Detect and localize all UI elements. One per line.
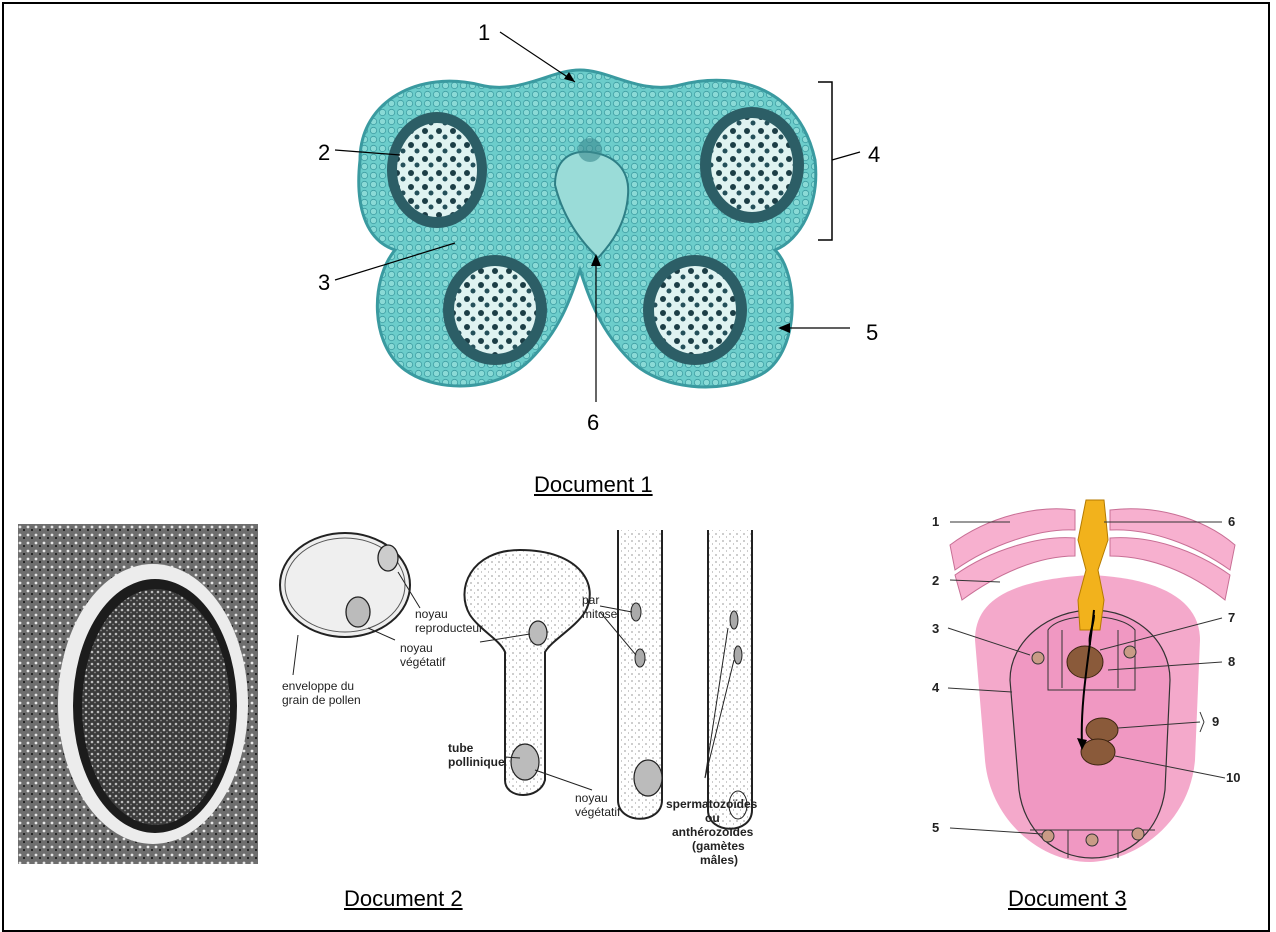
annot-tube-line1: tube bbox=[448, 741, 474, 755]
doc3-label-7: 7 bbox=[1228, 610, 1235, 625]
doc3-label-8: 8 bbox=[1228, 654, 1235, 669]
doc1-label-2: 2 bbox=[318, 140, 330, 166]
doc3-label-10: 10 bbox=[1226, 770, 1240, 785]
doc3-label-2: 2 bbox=[932, 573, 939, 588]
document-1-title: Document 1 bbox=[534, 472, 653, 498]
pollen-sac-lower-right bbox=[643, 255, 747, 365]
pollen-grain-stage-1 bbox=[280, 533, 410, 637]
pollen-tube-stage-4 bbox=[708, 530, 752, 829]
pollen-tube-stage-3 bbox=[618, 530, 662, 819]
doc3-label-4: 4 bbox=[932, 680, 940, 695]
polar-nucleus-upper bbox=[1086, 718, 1118, 742]
doc1-label-6: 6 bbox=[587, 410, 599, 436]
annot-noyau-veg-top-line2: végétatif bbox=[400, 655, 446, 669]
annot-sperm-line1: spermatozoïdes bbox=[666, 797, 758, 811]
doc3-label-6: 6 bbox=[1228, 514, 1235, 529]
annot-par-mitose-line2: mitose bbox=[582, 607, 618, 621]
annot-noyau-repro-line1: noyau bbox=[415, 607, 448, 621]
annot-noyau-veg-bottom-line1: noyau bbox=[575, 791, 608, 805]
doc1-label-3: 3 bbox=[318, 270, 330, 296]
annot-noyau-repro-line2: reproducteur bbox=[415, 621, 483, 635]
pollen-sac-upper-left bbox=[387, 112, 487, 228]
annot-noyau-veg-top-line1: noyau bbox=[400, 641, 433, 655]
pollen-sac-upper-right bbox=[700, 107, 804, 223]
annot-sperm-line2: ou bbox=[705, 811, 720, 825]
annot-par-mitose-line1: par bbox=[582, 593, 599, 607]
pollen-germination-diagram: enveloppe du grain de pollen noyau repro… bbox=[262, 504, 812, 874]
document-2-title: Document 2 bbox=[344, 886, 463, 912]
vascular-bundle bbox=[578, 138, 602, 162]
egg-nucleus bbox=[1067, 646, 1103, 678]
doc3-label-1: 1 bbox=[932, 514, 939, 529]
annot-envelope-line2: grain de pollen bbox=[282, 693, 361, 707]
doc3-label-3: 3 bbox=[932, 621, 939, 636]
annot-envelope-line1: enveloppe du bbox=[282, 679, 354, 693]
polar-nucleus-lower bbox=[1081, 739, 1115, 765]
embryo-sac-diagram: 1 2 3 4 5 6 7 8 9 10 bbox=[915, 498, 1255, 878]
document-3-title: Document 3 bbox=[1008, 886, 1127, 912]
doc1-label-1: 1 bbox=[478, 20, 490, 46]
doc1-label-4: 4 bbox=[868, 142, 880, 168]
anther-cross-section bbox=[300, 10, 920, 450]
annot-sperm-line3: anthérozoïdes bbox=[672, 825, 754, 839]
doc1-label-5: 5 bbox=[866, 320, 878, 346]
annot-tube-line2: pollinique bbox=[448, 755, 505, 769]
annot-noyau-veg-bottom-line2: végétatif bbox=[575, 805, 621, 819]
doc3-label-9: 9 bbox=[1212, 714, 1219, 729]
pollen-grain-micrograph bbox=[18, 524, 258, 864]
annot-sperm-line4: (gamètes bbox=[692, 839, 745, 853]
pollen-sac-lower-left bbox=[443, 255, 547, 365]
doc3-label-5: 5 bbox=[932, 820, 939, 835]
annot-sperm-line5: mâles) bbox=[700, 853, 738, 867]
